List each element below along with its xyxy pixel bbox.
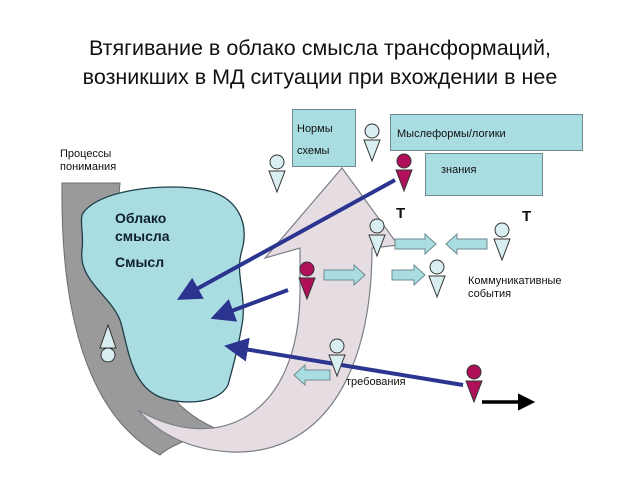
t-label-left: Т [396, 205, 406, 222]
norms-schemes-box [292, 109, 356, 167]
small-arrow-left-1 [445, 232, 488, 256]
communicative-line-2: события [468, 288, 512, 300]
small-arrow-right-1 [394, 232, 437, 256]
person-figure-light-1 [268, 154, 286, 194]
norms-label: Нормы [297, 123, 333, 135]
pointer-arrow-from-requirements [224, 337, 464, 387]
cloud-label-line-1: Облако [115, 210, 167, 226]
slide-title: Втягивание в облако смысла трансформаций… [0, 34, 640, 92]
processes-label-line-2: понимания [60, 161, 117, 173]
communicative-line-1: Коммуникативные [468, 275, 562, 287]
pointer-arrow-from-thought-forms [176, 178, 396, 300]
small-arrow-left-2 [293, 363, 331, 387]
small-arrow-right-2 [323, 263, 366, 287]
processes-label-line-1: Процессы [60, 148, 112, 160]
cloud-label-line-3: Смысл [115, 254, 165, 270]
person-figure-magenta-2 [298, 261, 316, 301]
t-label-right: Т [522, 208, 532, 225]
person-figure-light-7 [99, 323, 117, 363]
thought-forms-box [390, 114, 583, 151]
person-figure-magenta-3 [465, 364, 483, 404]
title-line-1: Втягивание в облако смысла трансформаций… [89, 36, 551, 60]
schemes-label: схемы [297, 145, 330, 157]
cloud-label-line-2: смысла [115, 228, 170, 244]
title-line-2: возникших в МД ситуации при вхождении в … [82, 65, 558, 89]
cloud-label: Облако смысла Смысл [115, 209, 170, 271]
person-figure-light-3 [368, 218, 386, 258]
requirements-label: требования [346, 376, 406, 388]
pointer-arrow-from-middle [210, 288, 289, 322]
meaning-cloud [80, 186, 245, 403]
processes-label: Процессы понимания [60, 148, 116, 174]
knowledge-box [425, 153, 543, 196]
knowledge-label: знания [441, 164, 477, 176]
person-figure-light-6 [328, 338, 346, 378]
communicative-events-label: Коммуникативные события [468, 275, 562, 301]
big-curved-arrow [137, 167, 400, 453]
person-figure-magenta-1 [395, 153, 413, 193]
thought-forms-label: Мыслеформы/логики [397, 128, 506, 140]
person-figure-light-4 [493, 222, 511, 262]
small-arrow-right-3 [391, 263, 426, 287]
person-figure-light-5 [428, 259, 446, 299]
person-figure-light-2 [363, 123, 381, 163]
